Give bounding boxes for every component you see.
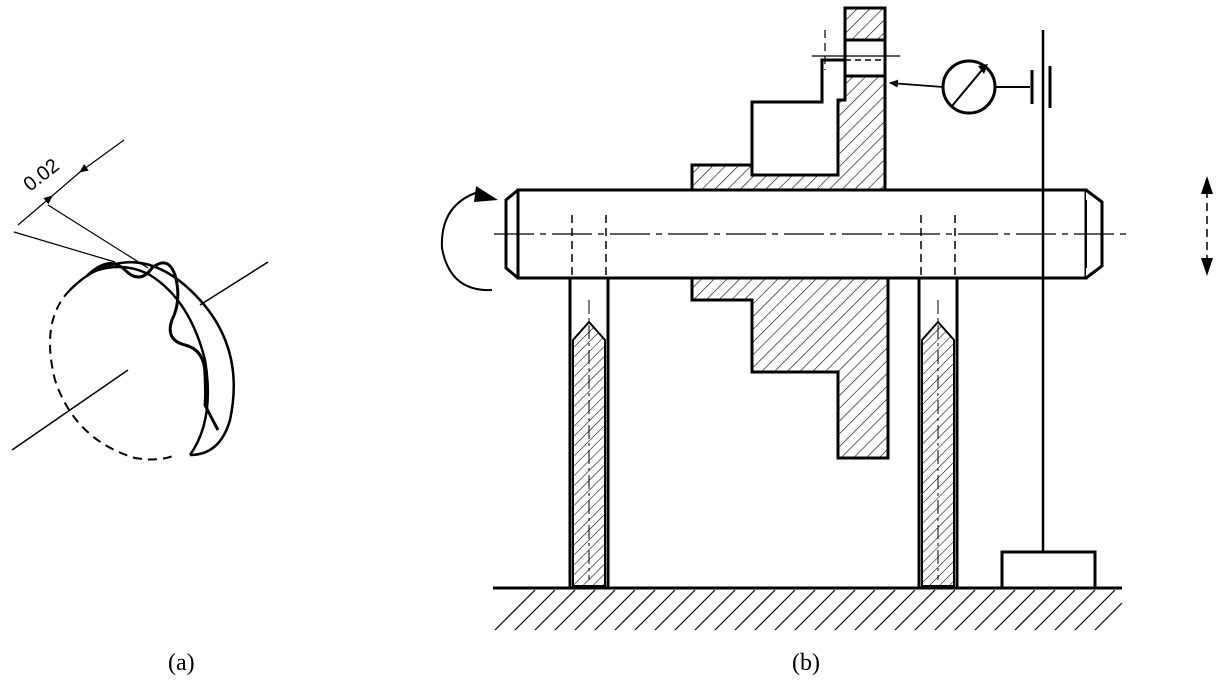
rotation-arrow-icon [440,186,498,292]
left-support [568,214,610,590]
caption-a: (a) [168,650,195,676]
ground [493,586,1123,631]
figure-b: (b) [440,6,1213,676]
dial-indicator [889,30,1097,590]
disk [11,260,269,461]
tolerance-label: 0.02 [20,155,64,196]
figure-a: 0.02 (a) [11,139,269,676]
wavy-profile [86,261,220,431]
mandrel-shaft [494,188,1132,280]
caption-b: (b) [792,650,820,676]
tolerance-dimension: 0.02 [13,139,149,269]
vertical-motion-arrow-icon [1201,176,1213,276]
axis-line-a [11,369,129,451]
stepped-workpiece [690,6,900,460]
